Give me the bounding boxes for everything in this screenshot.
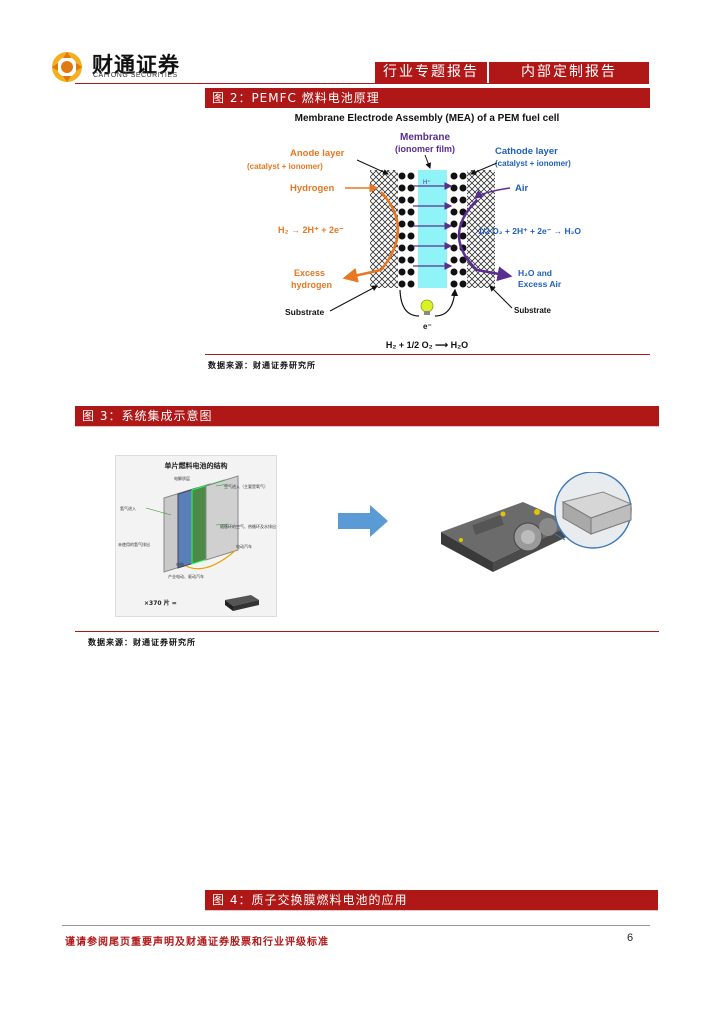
label-electrolyte: 电解质层	[174, 475, 190, 481]
cathode-reaction: 1/2 O₂ + 2H⁺ + 2e⁻ → H₂O	[478, 226, 581, 236]
excess-hydrogen-1: Excess	[294, 268, 325, 278]
overall-reaction: H₂ + 1/2 O₂ ⟶ H₂O	[386, 340, 468, 350]
label-ev: 电动汽车	[236, 543, 252, 549]
figure3-rule	[75, 631, 659, 632]
substrate-left: Substrate	[285, 307, 324, 317]
figure3-top-rule	[75, 426, 659, 427]
h2o-label-2: Excess Air	[518, 279, 562, 289]
company-name-en: CAITONG SECURITIES	[93, 72, 178, 79]
electron-label: e⁻	[423, 322, 432, 331]
label-air-in: 空气进入（主要是氧气）	[224, 483, 268, 489]
figure4-rule	[205, 910, 658, 911]
anode-sub: (catalyst + ionomer)	[247, 162, 323, 171]
label-air-out: 随循环的空气、热循环及水排出	[220, 523, 276, 529]
cathode-sub: (catalyst + ionomer)	[495, 159, 571, 168]
figure2-rule	[205, 354, 650, 355]
h2o-label-1: H₂O and	[518, 268, 552, 278]
company-name-cn: 财通证券	[92, 52, 180, 77]
figure4-title: 图 4：质子交换膜燃料电池的应用	[205, 890, 658, 910]
tab-internal-report: 内部定制报告	[488, 62, 649, 83]
air-label: Air	[515, 183, 529, 194]
lightbulb-icon	[420, 299, 434, 315]
fuel-cell-stack-illustration: 电解质层 空气进入（主要是氧气） 氢气进入 随循环的空气、热循环及水排出 未使用…	[118, 475, 276, 579]
figure3-title: 图 3：系统集成示意图	[75, 406, 659, 426]
h-plus-label: H⁺	[423, 179, 431, 186]
label-h2-out: 未使用的氢气排出	[118, 541, 150, 547]
fuel-cell-system-image	[441, 472, 633, 572]
figure2-source: 数据来源：财通证券研究所	[208, 361, 316, 370]
cathode-label: Cathode layer	[495, 146, 558, 157]
footer-rule	[62, 925, 650, 926]
hydrogen-label: Hydrogen	[290, 183, 335, 194]
header-divider	[75, 83, 649, 84]
catalyst-particles	[398, 172, 467, 288]
excess-hydrogen-2: hydrogen	[291, 280, 332, 290]
anode-label: Anode layer	[290, 148, 345, 159]
label-electrode: 电极	[176, 561, 184, 567]
mea-diagram: Membrane Electrode Assembly (MEA) of a P…	[247, 113, 581, 350]
label-drive: 产业电动、驱动汽车	[168, 573, 204, 579]
anode-reaction: H₂ → 2H⁺ + 2e⁻	[278, 225, 344, 235]
single-cell-structure-panel: 单片燃料电池的结构 电解质层 空气进入（主要是氧气） 氢气进入 随循环的空气、热…	[115, 455, 277, 617]
figure2-title: 图 2：PEMFC 燃料电池原理	[205, 88, 650, 108]
label-h2-in: 氢气进入	[120, 505, 136, 511]
page-number: 6	[627, 932, 634, 944]
panel-multiplier: ×370 片 =	[144, 600, 177, 607]
substrate-right: Substrate	[514, 306, 551, 315]
figure3-source: 数据来源：财通证券研究所	[88, 638, 196, 647]
panel-title: 单片燃料电池的结构	[164, 462, 228, 470]
membrane-sub: (ionomer film)	[395, 144, 455, 154]
arrow-right-icon	[338, 505, 388, 537]
tab-industry-report: 行业专题报告	[375, 62, 487, 83]
mea-title: Membrane Electrode Assembly (MEA) of a P…	[295, 113, 560, 124]
membrane-label: Membrane	[400, 132, 450, 143]
caitong-logo-icon	[52, 52, 82, 82]
footer-disclaimer: 谨请参阅尾页重要声明及财通证券股票和行业评级标准	[65, 937, 329, 948]
fuel-cell-stack-icon	[225, 595, 259, 611]
